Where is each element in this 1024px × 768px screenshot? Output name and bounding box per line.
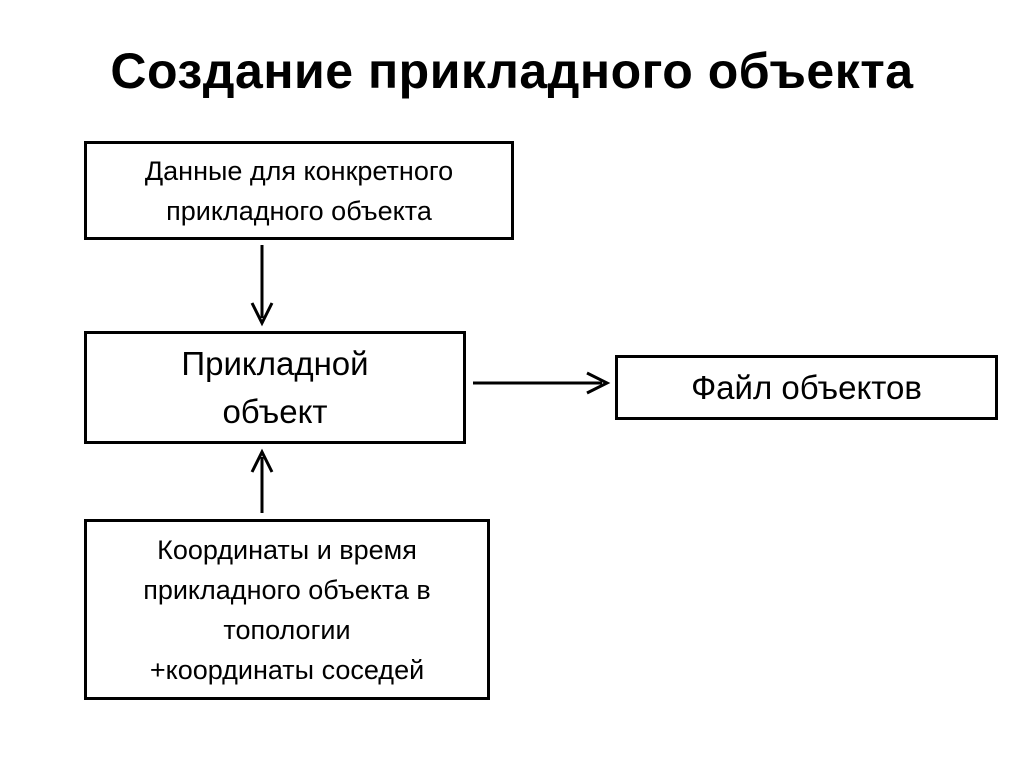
box-object-data-label: Данные для конкретного прикладного объек… bbox=[144, 155, 454, 226]
box-coordinates-topology-label: Координаты и время прикладного объекта в… bbox=[143, 534, 431, 685]
box-coordinates-topology: Координаты и время прикладного объекта в… bbox=[84, 519, 490, 700]
arrow-coords-to-object bbox=[250, 448, 274, 513]
box-object-data: Данные для конкретного прикладного объек… bbox=[84, 141, 514, 240]
arrow-object-to-file bbox=[473, 371, 611, 395]
arrow-data-to-object bbox=[250, 245, 274, 327]
slide-title: Создание прикладного объекта bbox=[110, 43, 914, 99]
box-objects-file: Файл объектов bbox=[615, 355, 998, 420]
box-objects-file-label: Файл объектов bbox=[691, 368, 922, 406]
box-applied-object: Прикладной объект bbox=[84, 331, 466, 444]
box-applied-object-label: Прикладной объект bbox=[181, 344, 369, 430]
